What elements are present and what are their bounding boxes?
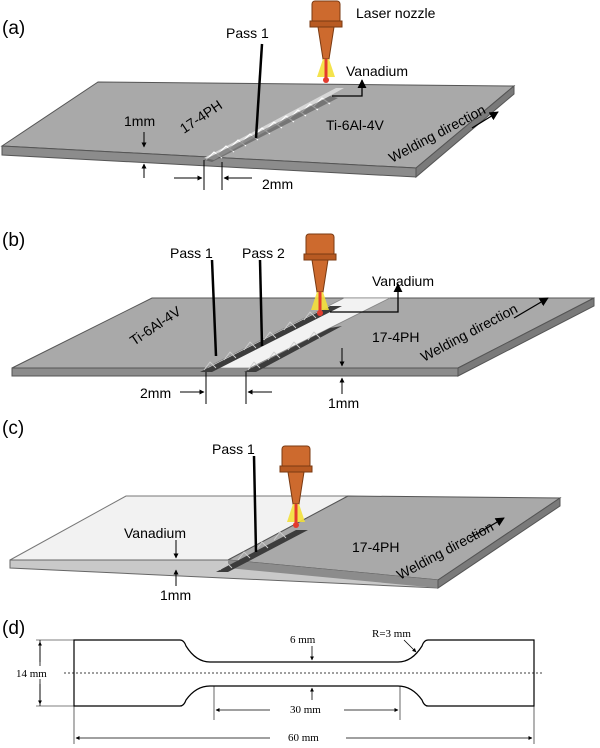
pass1-pointer bbox=[254, 43, 264, 139]
weld-bead-2 bbox=[244, 326, 342, 372]
width-total-label: 14 mm bbox=[16, 668, 47, 680]
right-plate-label: 17-4PH bbox=[372, 329, 419, 345]
laser-nozzle-label: Laser nozzle bbox=[356, 5, 436, 21]
right-plate-label: 17-4PH bbox=[352, 539, 399, 555]
pass2-pointer bbox=[258, 259, 264, 347]
gap-label: 2mm bbox=[140, 385, 171, 401]
panel-b: (b) Ti-6Al-4V 17-4PH Welding direction V… bbox=[2, 230, 595, 411]
gap-label: 2mm bbox=[262, 176, 293, 192]
direction-arrow bbox=[471, 111, 499, 129]
pass1-label: Pass 1 bbox=[226, 25, 269, 41]
laser-nozzle-icon bbox=[309, 0, 343, 84]
vanadium-label: Vanadium bbox=[372, 273, 434, 289]
plate-end bbox=[457, 297, 595, 377]
panel-d: (d) 14 mm 6 mm R=3 mm 30 mm 60 mm bbox=[2, 618, 544, 744]
total-length-label: 60 mm bbox=[288, 732, 319, 744]
panel-c-label: (c) bbox=[2, 418, 24, 439]
panel-a-label: (a) bbox=[2, 18, 25, 39]
weld-bead bbox=[216, 530, 308, 572]
left-plate-label: Vanadium bbox=[124, 525, 186, 541]
width-narrow-label: 6 mm bbox=[290, 634, 316, 646]
thickness-label: 1mm bbox=[328, 395, 359, 411]
panel-b-label: (b) bbox=[2, 230, 25, 251]
direction-arrow bbox=[469, 517, 505, 539]
radius-label: R=3 mm bbox=[372, 628, 411, 640]
direction-arrow bbox=[513, 297, 549, 319]
panel-d-label: (d) bbox=[2, 618, 25, 639]
panel-a: (a) 17-4PH Ti-6Al-4V Welding direction L… bbox=[0, 0, 516, 192]
vanadium-callout bbox=[330, 283, 403, 313]
vanadium-callout bbox=[332, 79, 367, 97]
pass1-label: Pass 1 bbox=[170, 245, 213, 261]
pass1-label: Pass 1 bbox=[212, 441, 255, 457]
plate-side bbox=[11, 367, 459, 377]
gauge-length-label: 30 mm bbox=[290, 704, 321, 716]
thickness-label: 1mm bbox=[160, 587, 191, 603]
right-plate-label: Ti-6Al-4V bbox=[326, 117, 384, 133]
plate-end bbox=[437, 497, 561, 589]
thickness-label: 1mm bbox=[124, 113, 155, 129]
panel-c: (c) Vanadium 17-4PH Welding direction Pa… bbox=[2, 418, 562, 603]
vanadium-label: Vanadium bbox=[346, 63, 408, 79]
weld-bead-1 bbox=[200, 306, 342, 372]
pass2-label: Pass 2 bbox=[242, 245, 285, 261]
weld-gap bbox=[204, 88, 344, 160]
plate-end bbox=[415, 84, 515, 179]
pass1-pointer bbox=[210, 259, 218, 357]
pass1-pointer bbox=[252, 455, 258, 553]
